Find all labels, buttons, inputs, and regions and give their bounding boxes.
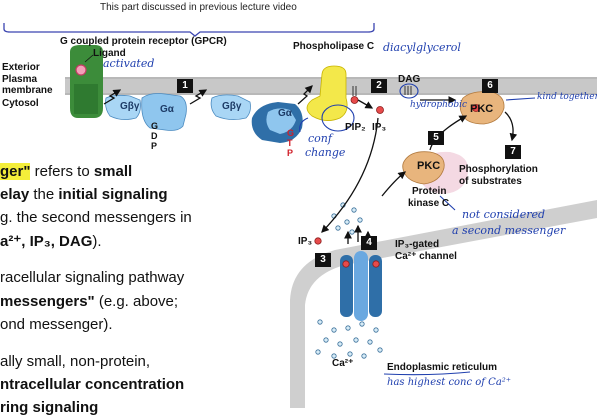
step-2-badge: 2	[371, 79, 387, 93]
ligand-icon	[75, 64, 87, 76]
slide-line-8: ally small, non-protein,	[0, 353, 151, 370]
pkc-membrane-label: PKC	[470, 103, 494, 115]
step-6-badge: 6	[482, 79, 498, 93]
gpcr-label: G coupled protein receptor (GPCR)	[60, 36, 227, 47]
step-4-badge: 4	[361, 236, 377, 250]
conf-change-note-2: change	[305, 146, 346, 159]
dag-note: diacylglycerol	[383, 41, 461, 54]
slide-line-4: a²⁺, IP₃, DAG).	[0, 233, 102, 250]
pkc-cytosolic	[402, 151, 445, 185]
plc-label: Phospholipase C	[293, 41, 375, 52]
slide-line-6: messengers" (e.g. above;	[0, 293, 179, 310]
g-alpha-label-1: Gα	[160, 104, 174, 115]
phospholipase-c	[306, 65, 348, 121]
g-alpha-label-2: Gα	[278, 108, 292, 119]
phosphorylation-label-2: of substrates	[459, 176, 522, 187]
gpcr-receptor	[70, 45, 103, 118]
kind-together-note: kind together	[537, 92, 597, 102]
dag-icon	[399, 83, 419, 99]
g-alpha-inactive	[141, 93, 187, 131]
er-label: Endoplasmic reticulum	[387, 362, 498, 373]
pip2-label: PIP₂	[345, 122, 366, 133]
protein-kinase-label-1: Protein	[412, 186, 447, 197]
pkc-cytosol-label: PKC	[417, 160, 441, 172]
ip3-gated-channel	[340, 251, 382, 321]
ip3-left-icon	[314, 237, 322, 245]
slide-line-7: ond messenger).	[0, 316, 113, 333]
ligand-note: activated	[103, 57, 155, 70]
bracket	[3, 23, 375, 37]
membrane-label: membrane	[2, 85, 53, 96]
ip3-top-icon	[376, 106, 384, 114]
plasma-label: Plasma	[2, 74, 38, 85]
slide-line-3: g. the second messengers in	[0, 209, 192, 226]
step-1-badge: 1	[177, 79, 193, 93]
exterior-label: Exterior	[2, 62, 40, 73]
ip3-gated-label-2: Ca²⁺ channel	[395, 251, 457, 262]
ip3-left-label: IP₃	[298, 236, 313, 247]
g-betagamma-label-2: Gβγ	[222, 101, 242, 112]
step-3-badge: 3	[315, 253, 331, 267]
ligand-label: Ligand	[93, 48, 126, 59]
g-betagamma-label-1: Gβγ	[120, 101, 140, 112]
slide-line-1: ger" refers to small	[0, 163, 133, 180]
calcium-label: Ca²⁺	[332, 358, 354, 369]
g-betagamma-free	[210, 94, 251, 120]
cytosol-label: Cytosol	[2, 98, 39, 109]
step-5-badge: 5	[428, 131, 444, 145]
slide-line-9: ntracellular concentration	[0, 376, 185, 393]
g-betagamma-inactive	[105, 94, 141, 120]
hydrophobic-note: hydrophobic	[410, 100, 468, 110]
er-note: has highest conc of Ca²⁺	[387, 377, 512, 388]
protein-kinase-label-2: kinase C	[408, 198, 450, 209]
conf-change-note-1: conf	[308, 132, 332, 145]
pip2-icon	[350, 86, 359, 104]
calcium-dots-er	[315, 319, 383, 359]
phosphorylation-label-1: Phosphorylation	[459, 164, 538, 175]
slide-line-5: racellular signaling pathway	[0, 269, 185, 286]
slide-line-2: elay the initial signaling	[0, 186, 168, 203]
handwritten-strokes	[299, 97, 536, 376]
dag-label: DAG	[398, 74, 421, 85]
step-7-badge: 7	[505, 145, 521, 159]
not-considered-note-1: not considered	[462, 208, 546, 221]
not-considered-note-2: a second messenger	[452, 224, 566, 237]
ip3-top-label: IP₃	[372, 122, 387, 133]
header-note: This part discussed in previous lecture …	[100, 2, 297, 13]
ip3-gated-label-1: IP₃-gated	[395, 239, 440, 250]
